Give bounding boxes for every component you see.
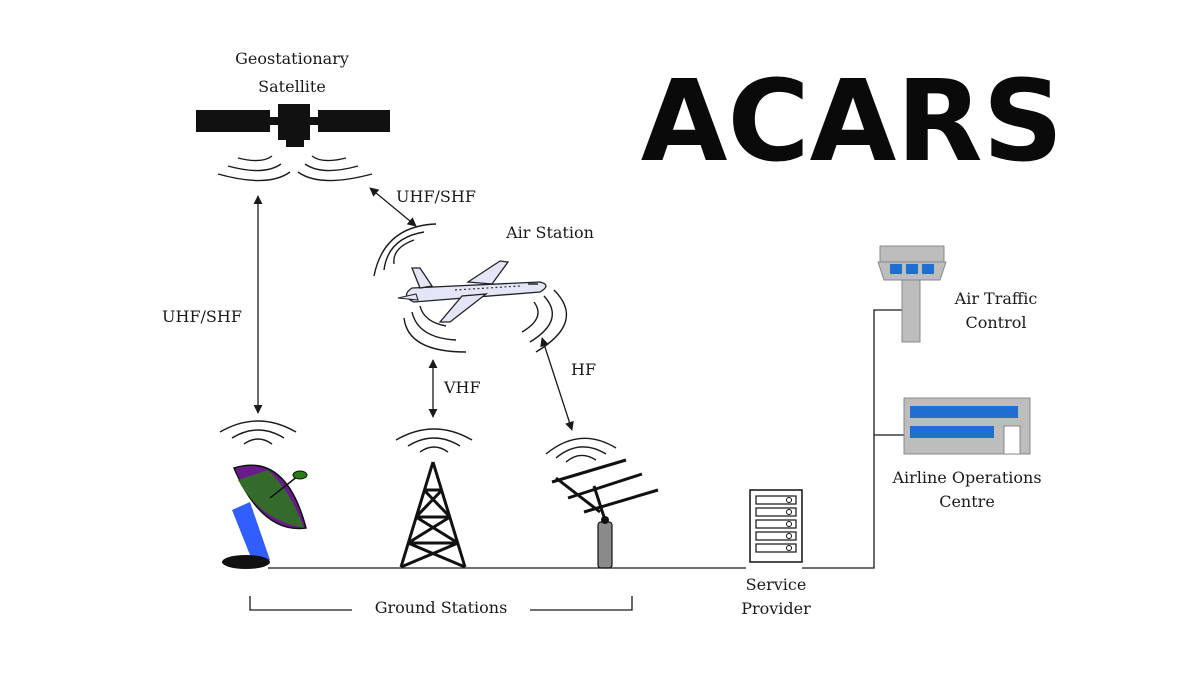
server-icon <box>749 489 803 563</box>
ground-stations-label: Ground Stations <box>375 598 508 617</box>
atc-label-line2: Control <box>965 313 1026 332</box>
atc-label-line1: Air Traffic <box>954 289 1038 308</box>
satellite-dish-icon <box>222 464 308 569</box>
vhf-link-label: VHF <box>443 378 481 397</box>
air-station-label: Air Station <box>505 223 594 242</box>
satellite-icon <box>196 104 390 147</box>
aoc-label-line2: Centre <box>939 492 995 511</box>
yagi-signal-icon <box>545 437 617 463</box>
ground-stations-bracket <box>249 596 633 611</box>
hf-link <box>540 337 574 431</box>
satellite-label-line2: Satellite <box>258 77 326 96</box>
aoc-label-line1: Airline Operations <box>891 468 1041 487</box>
provider-connection-lines <box>802 309 904 569</box>
tower-signal-icon <box>395 428 473 453</box>
satellite-label-line1: Geostationary <box>235 49 349 68</box>
sat-air-link <box>369 187 417 227</box>
page-title: ACARS <box>641 57 1063 187</box>
aircraft-signal-icon <box>373 223 568 353</box>
dish-signal-icon <box>219 420 297 445</box>
operations-building-icon <box>903 397 1031 455</box>
satellite-signal-icon <box>217 155 373 182</box>
hf-antenna-icon <box>551 458 659 569</box>
hf-link-label: HF <box>571 360 596 379</box>
sat-ground-link-label: UHF/SHF <box>162 307 242 326</box>
sat-air-link-label: UHF/SHF <box>396 187 476 206</box>
service-provider-label-line2: Provider <box>741 599 811 618</box>
control-tower-icon <box>877 245 947 343</box>
service-provider-label-line1: Service <box>746 575 807 594</box>
aircraft-icon <box>397 260 547 323</box>
radio-tower-icon <box>399 461 467 569</box>
